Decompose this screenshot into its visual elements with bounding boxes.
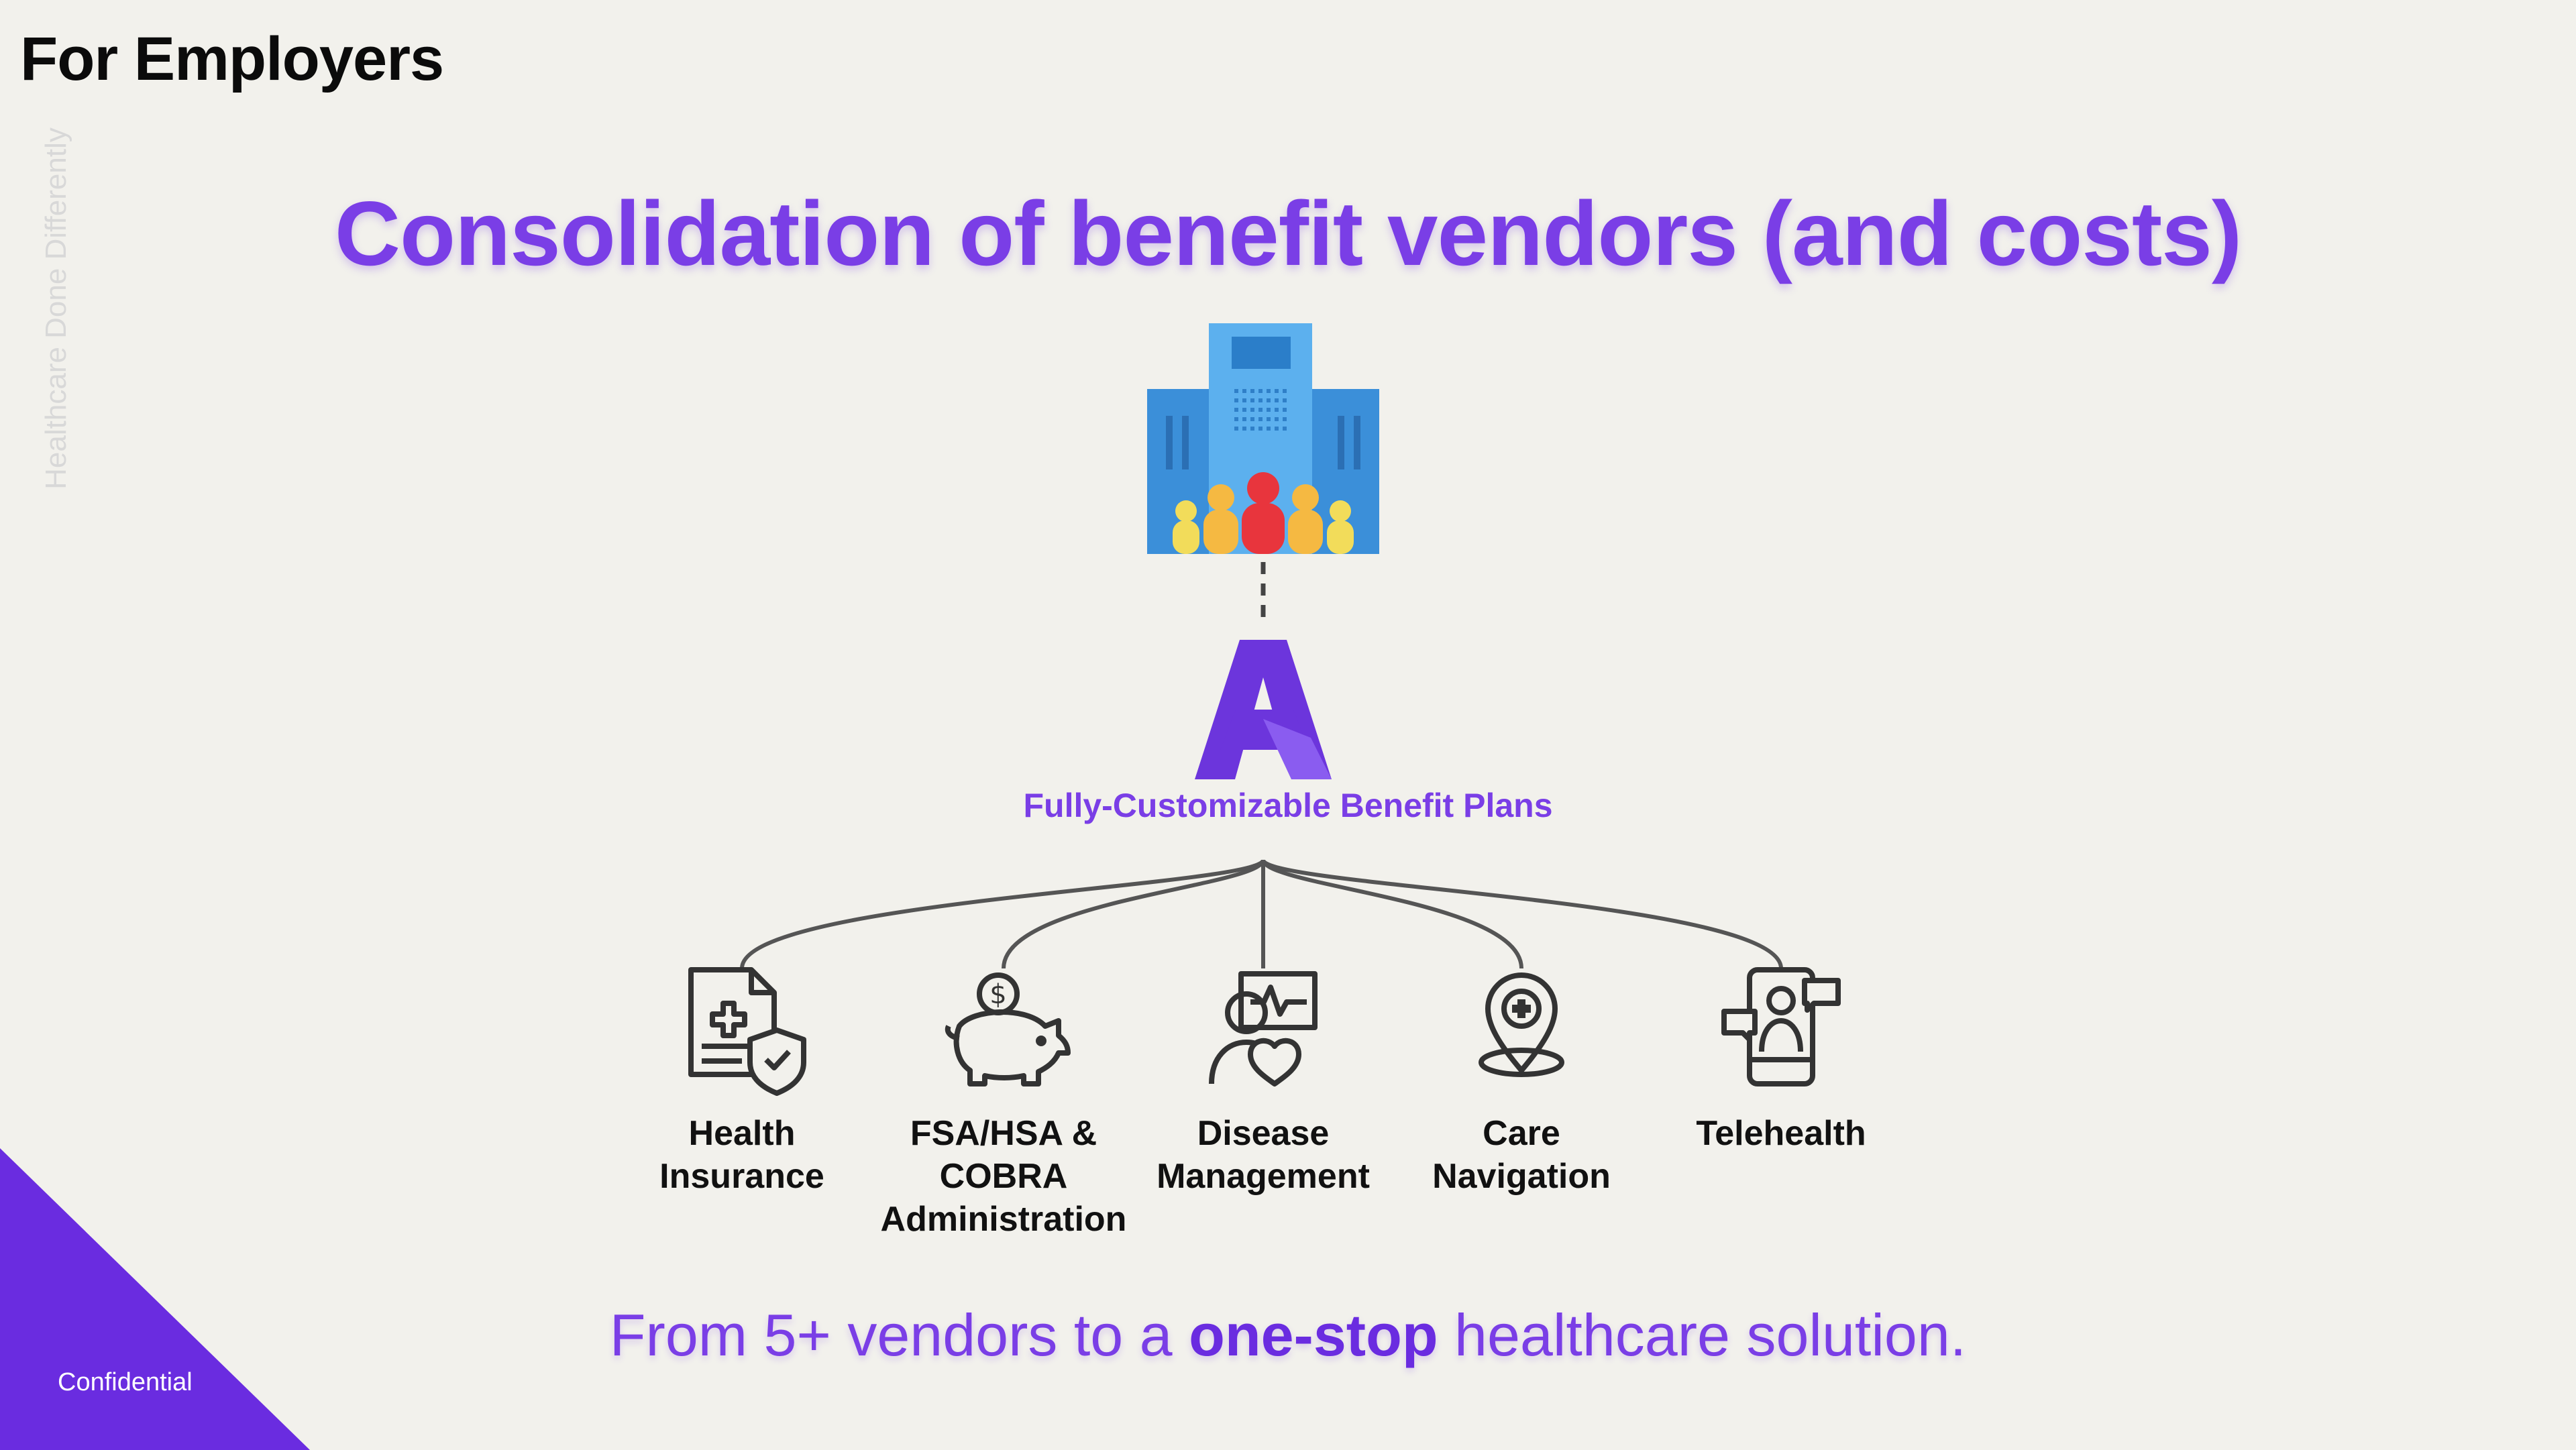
vendor-label-line: Insurance (659, 1157, 824, 1196)
window-dot (1250, 408, 1254, 412)
window-dot (1250, 398, 1254, 402)
medical-document-shield-icon (688, 967, 806, 1096)
vendor-label-line: Navigation (1432, 1157, 1611, 1196)
vendor-label-line: COBRA (939, 1157, 1068, 1196)
branch-line (1261, 858, 1783, 969)
branch-line (740, 858, 1265, 969)
eyebrow-label: For Employers (20, 25, 444, 93)
vendor-label-fsa-hsa-cobra: FSA/HSA & COBRA Administration (843, 1112, 1165, 1241)
window-dot (1283, 398, 1287, 402)
window-dot (1258, 417, 1263, 421)
window-dot (1267, 427, 1271, 431)
tagline: From 5+ vendors to a one-stop healthcare… (0, 1301, 2576, 1370)
window-dot (1258, 427, 1263, 431)
confidential-label: Confidential (58, 1368, 193, 1396)
window-dot (1267, 398, 1271, 402)
vendor-label-line: Disease (1197, 1114, 1330, 1153)
window-dot (1234, 427, 1238, 431)
hub-label: Fully-Customizable Benefit Plans (1023, 787, 1553, 824)
window-dot (1234, 408, 1238, 412)
window-dot (1242, 417, 1246, 421)
window-dot (1250, 389, 1254, 393)
slide-title: Consolidation of benefit vendors (and co… (334, 182, 2242, 284)
window-dot (1267, 408, 1271, 412)
window-dot (1275, 417, 1279, 421)
window-dot (1258, 408, 1263, 412)
branch-line (1261, 858, 1523, 969)
branch-lines (740, 858, 1783, 969)
window-dot (1242, 408, 1246, 412)
piggy-bank-dollar-icon: $ (945, 972, 1071, 1086)
window-dot (1250, 427, 1254, 431)
phone-doctor-chat-icon (1721, 967, 1841, 1086)
people-group (1173, 472, 1354, 554)
corner-triangle (0, 1148, 310, 1450)
patient-monitor-heart-icon (1209, 971, 1318, 1086)
window-dot (1234, 417, 1238, 421)
vendor-label-line: Health (688, 1114, 796, 1153)
window-dot (1275, 389, 1279, 393)
tagline-start: From 5+ vendors to a (609, 1302, 1189, 1368)
vendor-label-line: Administration (880, 1200, 1127, 1239)
window-dot (1283, 389, 1287, 393)
svg-text:$: $ (989, 979, 1006, 1010)
vendor-label-telehealth: Telehealth (1620, 1112, 1942, 1155)
window-dot (1258, 389, 1263, 393)
a-logo-icon (1195, 640, 1332, 779)
window-dot (1242, 427, 1246, 431)
window-dot (1234, 398, 1238, 402)
window-dot (1250, 417, 1254, 421)
tagline-emphasis: one-stop (1189, 1302, 1438, 1368)
window-dot (1242, 389, 1246, 393)
company-building-icon (1147, 323, 1379, 554)
branch-line (1002, 858, 1265, 969)
vendor-label-line: Telehealth (1696, 1114, 1866, 1153)
window-dot (1234, 389, 1238, 393)
location-pin-cross-icon (1479, 972, 1564, 1077)
window-dot (1242, 398, 1246, 402)
window-dot (1275, 427, 1279, 431)
tagline-end: healthcare solution. (1438, 1302, 1967, 1368)
window-dot (1258, 398, 1263, 402)
window-dot (1275, 408, 1279, 412)
window-dot (1267, 389, 1271, 393)
vendor-label-line: Management (1157, 1157, 1370, 1196)
window-dot (1283, 408, 1287, 412)
window-dot (1267, 417, 1271, 421)
window-dot (1275, 398, 1279, 402)
window-dot (1283, 417, 1287, 421)
vendor-label-line: Care (1483, 1114, 1560, 1153)
vendor-label-line: FSA/HSA & (910, 1114, 1097, 1153)
window-dot (1283, 427, 1287, 431)
